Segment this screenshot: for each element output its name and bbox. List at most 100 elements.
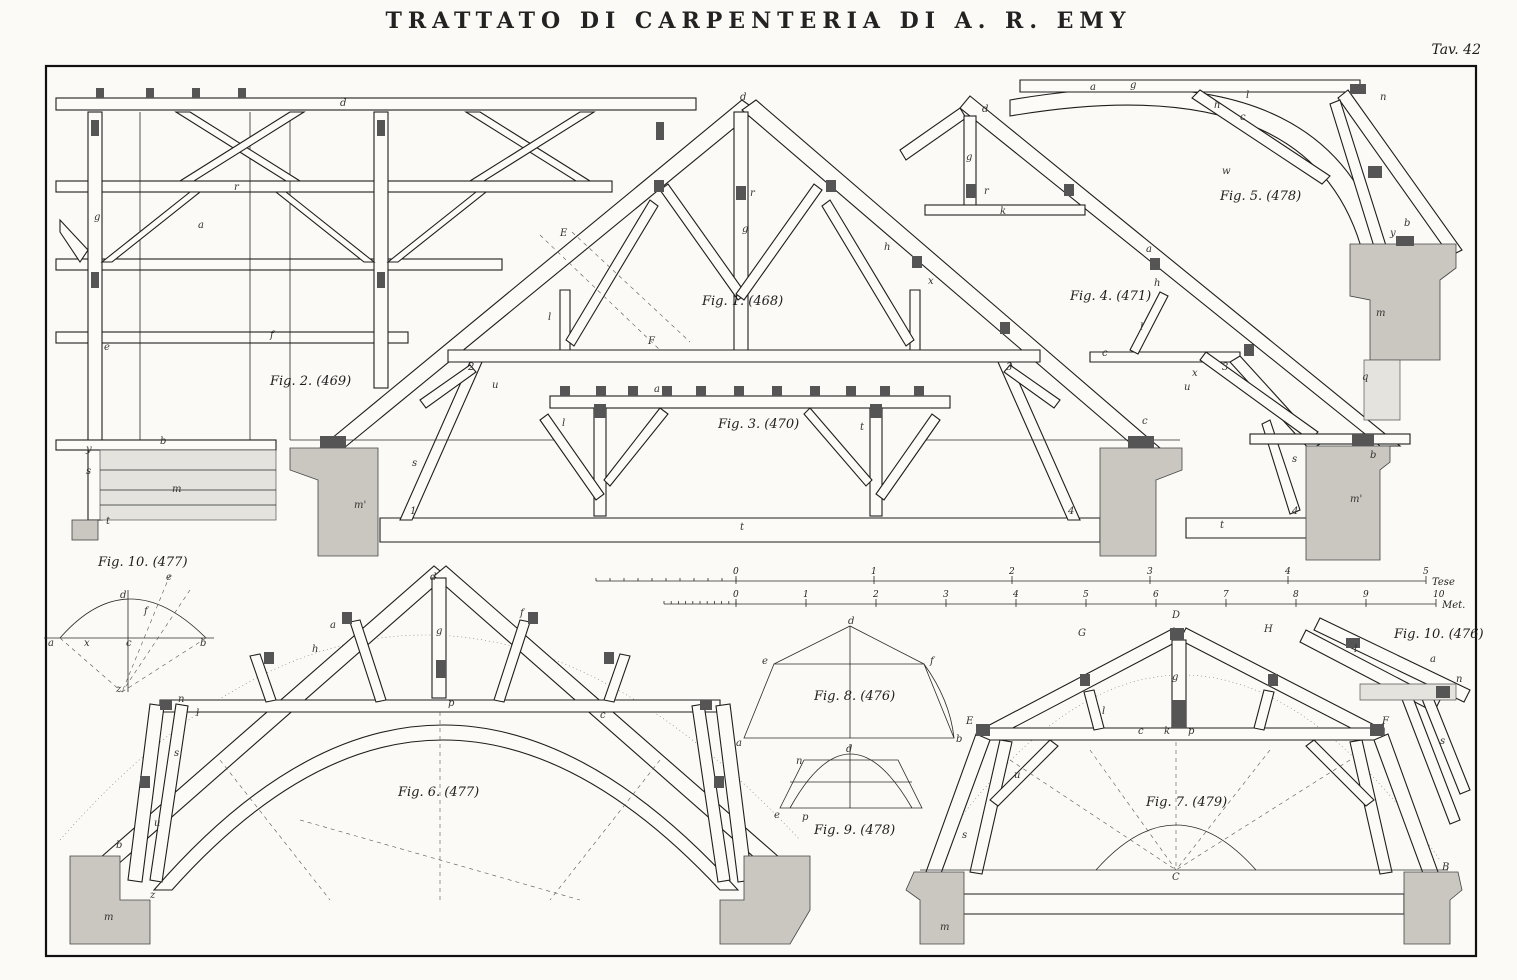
fig4-letter: r [984,186,990,197]
fig10a-letter: x [84,638,90,649]
fig7-letter: c [1138,726,1144,737]
fig1-letter: m' [354,500,366,511]
fig9-letter: d [846,744,852,755]
fig6-letter: z [149,890,156,901]
fig1-letter: c [1142,416,1148,427]
fig7-letter: p [1188,726,1195,737]
plate-number: Tav. 42 [1431,42,1481,58]
fig6-letter: d [430,572,436,583]
fig2-letter: a [198,220,204,231]
scale-unit-lower: Met. [1441,600,1465,611]
fig4-letter: 4 [1291,506,1298,517]
fig2-framing [55,88,697,541]
fig8-letter: a [736,738,742,749]
fig8-letter: b [956,734,962,745]
fig6-letter: h [312,644,318,655]
fig2-letter: y [85,444,92,455]
scale-tick-label: 5 [1423,567,1429,577]
fig7-letter: u [1014,770,1020,781]
fig8-construction [743,625,955,739]
fig1-letter: h [884,242,890,253]
fig10b-letter: l [1354,644,1357,655]
fig9-letter: p [802,812,809,823]
fig1-letter: u [492,380,498,391]
fig2-label: Fig. 2. (469) [269,374,351,389]
fig1-letter: 2 [467,362,474,373]
fig10b-letter: s [1440,736,1445,747]
fig1-letter: s [412,458,417,469]
plate-frame [44,64,1478,958]
fig8-letter: f [929,656,936,667]
fig1-letter: 4 [1067,506,1074,517]
fig9-construction [779,744,923,809]
scale-unit-upper: Tese [1432,577,1455,588]
fig10a-letter: z [115,684,122,695]
fig10b-letter: a [1430,654,1436,665]
fig2-letter: g [94,212,100,223]
fig1-letter: l [548,312,551,323]
fig5-letter: n [1380,92,1386,103]
fig7-letter: G [1078,628,1086,639]
fig7-letter: D [1171,610,1180,621]
plate-title: TRATTATO DI CARPENTERIA DI A. R. EMY [385,8,1132,34]
fig1-truss [289,99,1254,557]
fig7-letter: B [1441,862,1449,873]
fig4-letter: d [982,104,988,115]
fig5-curved-rib [1009,79,1463,421]
fig5-letter: m [1376,308,1385,319]
fig4-letter: u [1184,382,1190,393]
fig3-letter: a [654,384,660,395]
fig6-letter: b [116,840,122,851]
fig7-letter: s [962,830,967,841]
fig1-letter: g [742,224,748,235]
fig8-label: Fig. 8. (476) [813,689,895,704]
fig10a-label: Fig. 10. (477) [97,555,188,570]
fig5-letter: c [1240,112,1246,123]
fig7-letter: H [1263,624,1273,635]
fig9-letter: e [774,810,780,821]
fig6-letter: s [174,748,179,759]
scale-tick-label: 10 [1433,590,1445,600]
fig8-letter: e [762,656,768,667]
fig7-mansard [905,627,1463,945]
fig6-label: Fig. 6. (477) [397,785,479,800]
fig7-label: Fig. 7. (479) [1145,795,1227,810]
fig2-letter: t [106,516,111,527]
fig10b-label: Fig. 10. (476) [1393,627,1484,642]
fig1-letter: E [559,228,568,239]
fig1-letter: d [740,92,746,103]
scale-tick-label: 7 [1223,590,1229,600]
fig6-letter: p [448,698,455,709]
fig6-letter: a [330,620,336,631]
fig1-label: Fig. 1. (468) [701,294,783,309]
scale-tick-label: 2 [1008,567,1015,577]
scale-tick-label: 2 [872,590,879,600]
fig4-letter: s [1292,454,1297,465]
fig3-letter: l [562,418,565,429]
fig10b-detail [1299,617,1471,825]
fig7-letter: l [1102,706,1105,717]
fig1-letter: t [740,522,745,533]
fig4-letter: b [1370,450,1376,461]
fig7-letter: F [1381,716,1390,727]
scale-tick-label: 4 [1012,590,1019,600]
fig2-letter: r [234,182,240,193]
fig10a-letter: d [120,590,126,601]
scale-tick-label: 4 [1284,567,1291,577]
fig8-letter: d [848,616,854,627]
fig1-letter: 1 [410,506,416,517]
fig2-letter: s [86,466,91,477]
fig7-letter: g [1172,672,1178,683]
scale-tick-label: 3 [1147,567,1153,577]
fig6-letter: c [600,710,606,721]
scale-tick-label: 5 [1083,590,1089,600]
fig6-letter: n [178,694,184,705]
fig4-letter: g [966,152,972,163]
fig2-letter: m [172,484,181,495]
fig6-letter: g [436,626,442,637]
fig1-letter: 3 [1006,362,1012,373]
fig7-letter: m [940,922,949,933]
scale-tick-label: 9 [1363,590,1369,600]
